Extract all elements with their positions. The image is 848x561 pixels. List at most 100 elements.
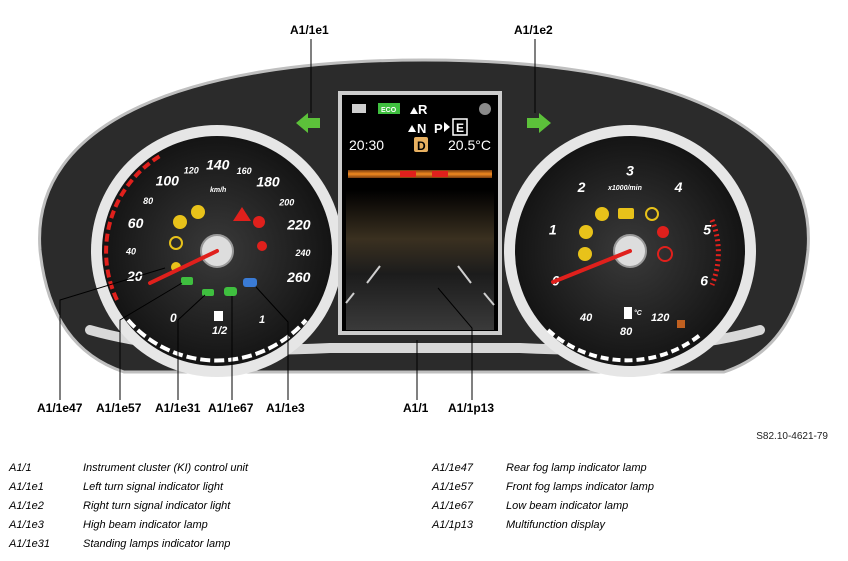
tachometer-needle	[551, 249, 632, 284]
mode-label: E	[456, 121, 464, 135]
callout-a1-1: A1/1	[403, 401, 429, 415]
eco-label: ECO	[381, 107, 397, 114]
coolant-label-40: 40	[579, 312, 593, 324]
check-engine-icon	[618, 208, 634, 219]
legend-left-column: A1/1 Instrument cluster (KI) control unit…	[9, 462, 248, 557]
legend-code: A1/1e67	[432, 500, 473, 512]
callout-a1-1e3: A1/1e3	[266, 401, 305, 415]
eco-badge	[378, 103, 400, 114]
legend-code: A1/1	[9, 462, 32, 474]
callout-a1-1p13: A1/1p13	[448, 401, 494, 415]
traction-control-icon	[191, 205, 205, 219]
glow-plug-icon	[645, 207, 659, 221]
parking-brake-amber-icon	[579, 225, 593, 239]
dial-tick-label: 80	[143, 196, 153, 206]
gear-d: D	[417, 139, 426, 153]
display-status-bar	[348, 170, 492, 178]
dial-tick-label: 4	[674, 179, 683, 195]
coolant-label-120: 120	[651, 312, 670, 324]
status-bar-marker-left	[400, 171, 416, 177]
dial-tick-label: 5	[703, 222, 711, 238]
abs-warning-icon	[578, 247, 592, 261]
gear-r-arrow-icon	[410, 107, 418, 114]
left-turn-signal-icon	[296, 113, 320, 133]
multifunction-display: ECO R N P E 20:30 D 20.5°C	[338, 91, 502, 335]
coolant-temp-icon	[624, 307, 632, 319]
legend-code: A1/1e31	[9, 538, 50, 550]
dial-tick-label: 100	[156, 173, 180, 189]
legend-row: A1/1e2 Right turn signal indicator light	[9, 500, 248, 519]
dial-tick-label: 120	[184, 166, 199, 176]
legend-code: A1/1e57	[432, 481, 473, 493]
dial-tick-label: 200	[278, 197, 294, 207]
tachometer: 0123456 x1000/min °C 40 80 120	[504, 125, 756, 377]
callout-leader-lines	[59, 39, 536, 400]
dial-tick-label: 220	[286, 216, 311, 232]
legend-code: A1/1e2	[9, 500, 44, 512]
gear-p: P	[434, 121, 443, 136]
speedometer-needle	[148, 249, 219, 285]
fuel-scale-arc	[126, 318, 308, 363]
lane-line-far-right	[483, 292, 495, 306]
legend-code: A1/1e47	[432, 462, 473, 474]
lane-line-right	[457, 265, 472, 284]
parking-brake-warning-icon	[253, 216, 265, 228]
legend-row: A1/1e67 Low beam indicator lamp	[432, 500, 654, 519]
coolant-unit: °C	[634, 309, 643, 317]
legend-description: High beam indicator lamp	[83, 519, 208, 531]
tire-pressure-icon	[169, 236, 183, 250]
low-beam-icon	[224, 287, 237, 296]
gear-r: R	[418, 102, 428, 117]
legend-code: A1/1e1	[9, 481, 44, 493]
mode-box	[452, 118, 468, 136]
dial-tick-label: 180	[256, 173, 280, 189]
display-time: 20:30	[349, 137, 384, 153]
legend-row: A1/1e57 Front fog lamps indicator lamp	[432, 481, 654, 500]
callout-a1-1e1: A1/1e1	[290, 23, 329, 37]
figure-reference-code: S82.10-4621-79	[756, 431, 828, 442]
fuel-label-full: 1	[259, 314, 265, 326]
front-fog-lamp-icon	[181, 277, 193, 285]
dial-tick-label: 2	[577, 179, 586, 195]
lane-line-far-left	[345, 292, 355, 304]
settings-icon	[479, 103, 491, 115]
legend-row: A1/1 Instrument cluster (KI) control unit	[9, 462, 248, 481]
hazard-warning-icon	[233, 207, 251, 221]
legend-description: Instrument cluster (KI) control unit	[83, 462, 249, 474]
legend-description: Right turn signal indicator light	[83, 500, 231, 512]
fuel-label-empty: 0	[170, 311, 177, 325]
legend-description: Front fog lamps indicator lamp	[506, 481, 654, 493]
headlight-mode-icon	[352, 104, 366, 113]
callout-a1-1e31: A1/1e31	[155, 401, 201, 415]
speed-unit: km/h	[210, 187, 226, 194]
legend-description: Low beam indicator lamp	[506, 500, 629, 512]
legend-description: Rear fog lamp indicator lamp	[506, 462, 647, 474]
gear-d-box	[414, 137, 428, 152]
lane-line-left	[366, 265, 381, 284]
dial-tick-label: 20	[126, 268, 143, 284]
gear-p-arrow-icon	[444, 122, 450, 132]
legend-row: A1/1e1 Left turn signal indicator light	[9, 481, 248, 500]
dial-tick-label: 6	[700, 273, 708, 289]
legend-description: Multifunction display	[506, 519, 606, 531]
high-beam-icon	[243, 278, 257, 287]
fuel-pump-icon	[214, 311, 223, 321]
dial-tick-label: 140	[206, 157, 230, 173]
dial-tick-label: 160	[237, 166, 252, 176]
standing-lamps-icon	[202, 289, 214, 296]
right-turn-signal-icon	[527, 113, 551, 133]
fuel-label-half: 1/2	[212, 325, 227, 337]
legend-description: Left turn signal indicator light	[83, 481, 224, 493]
seatbelt-warning-icon	[173, 215, 187, 229]
tachometer-red-zone	[709, 219, 721, 286]
callout-a1-1e2: A1/1e2	[514, 23, 553, 37]
dial-tick-label: 60	[128, 215, 144, 231]
tach-unit: x1000/min	[607, 185, 642, 192]
dial-tick-label: 3	[626, 163, 634, 179]
status-bar-marker-right	[432, 171, 448, 177]
